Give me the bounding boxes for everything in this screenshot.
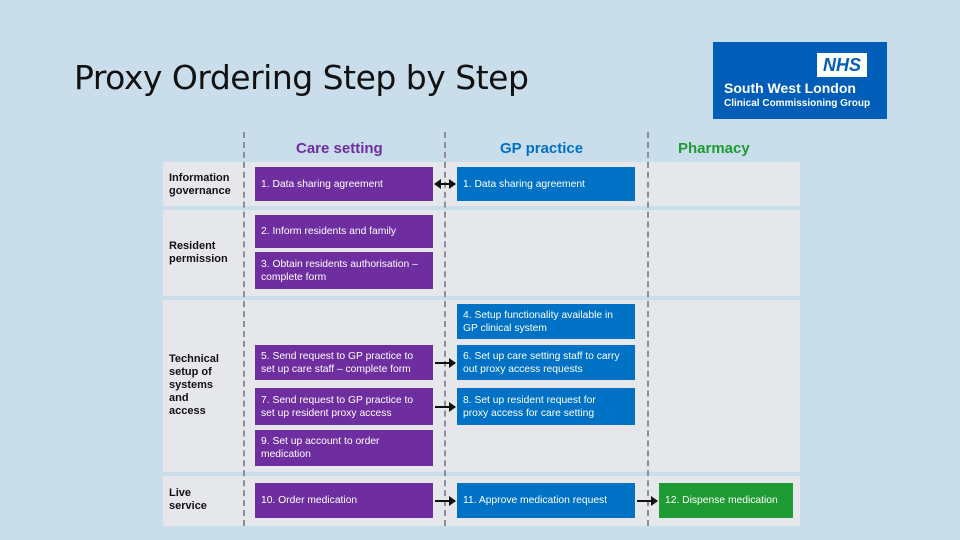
step-10-label: 10. Order medication [261,495,358,506]
nhs-badge: NHS [816,53,867,77]
step-4-label: 4. Setup functionality available in GP c… [463,309,613,334]
step-12: 12. Dispense medication [659,483,793,518]
step-1-gp: 1. Data sharing agreement [457,167,635,201]
step-1-gp-label: 1. Data sharing agreement [463,178,585,190]
column-care-setting: Care setting [296,140,383,157]
logo-line-2: Clinical Commissioning Group [724,98,871,109]
arrow-step-7-to-8 [435,402,456,412]
slide-title: Proxy Ordering Step by Step [74,58,529,97]
logo-line-1: South West London [724,80,856,96]
column-divider-2 [444,132,446,526]
step-12-label: 12. Dispense medication [665,495,778,506]
step-3: 3. Obtain residents authorisation – comp… [255,252,433,289]
row-label-resident-permission: Resident permission [169,240,228,265]
step-7: 7. Send request to GP practice to set up… [255,388,433,425]
column-divider-1 [243,132,245,526]
step-1-care-label: 1. Data sharing agreement [261,178,383,190]
arrow-step-10-to-11 [435,496,456,506]
step-2: 2. Inform residents and family [255,215,433,248]
step-4: 4. Setup functionality available in GP c… [457,304,635,339]
row-label-live-service: Live service [169,487,207,512]
step-11-label: 11. Approve medication request [463,495,608,506]
arrow-step-5-to-6 [435,358,456,368]
step-3-label: 3. Obtain residents authorisation – comp… [261,258,418,283]
column-divider-3 [647,132,649,526]
step-10: 10. Order medication [255,483,433,518]
row-label-technical-setup: Technical setup of systems and access [169,353,219,417]
column-gp-practice: GP practice [500,140,584,157]
proxy-ordering-diagram: Information governance Resident permissi… [163,132,800,526]
step-8: 8. Set up resident request for proxy acc… [457,388,635,425]
nhs-logo: NHS South West London Clinical Commissio… [713,42,887,119]
step-9-label: 9. Set up account to order medication [261,436,380,460]
arrow-step-1-bidirectional [434,179,456,189]
row-label-information-governance: Information governance [169,172,231,197]
arrow-step-11-to-12 [637,496,658,506]
step-7-label: 7. Send request to GP practice to set up… [261,394,414,419]
step-6: 6. Set up care setting staff to carry ou… [457,345,635,380]
step-5-label: 5. Send request to GP practice to set up… [261,350,414,375]
step-2-label: 2. Inform residents and family [261,226,397,237]
step-6-label: 6. Set up care setting staff to carry ou… [463,350,620,375]
column-pharmacy: Pharmacy [678,140,750,157]
step-11: 11. Approve medication request [457,483,635,518]
step-1-care: 1. Data sharing agreement [255,167,433,201]
step-5: 5. Send request to GP practice to set up… [255,345,433,380]
step-9: 9. Set up account to order medication [255,430,433,466]
step-8-label: 8. Set up resident request for proxy acc… [463,394,596,419]
